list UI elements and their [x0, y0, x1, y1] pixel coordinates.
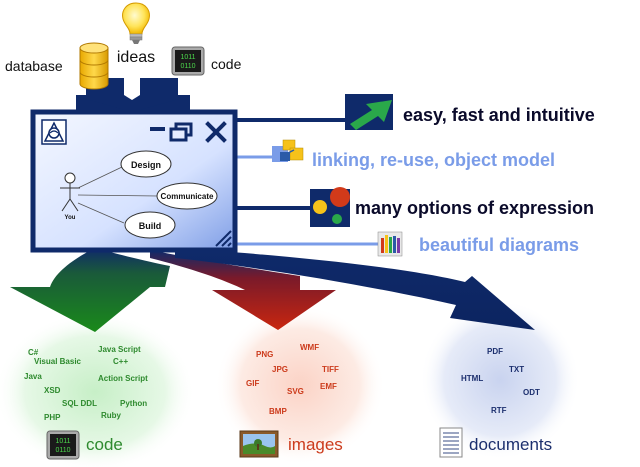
svg-text:0110: 0110	[55, 447, 70, 454]
database-label: database	[5, 58, 63, 74]
image-format: EMF	[320, 382, 337, 391]
linking-icon	[272, 139, 304, 162]
ideas-label: ideas	[117, 49, 155, 66]
actor-figure	[60, 172, 80, 212]
code-item: PHP	[44, 413, 61, 422]
actor-label: You	[65, 215, 76, 221]
svg-text:1011: 1011	[180, 54, 195, 61]
code-item: Action Script	[98, 374, 148, 383]
feature-3-label: many options of expression	[355, 198, 594, 218]
umbrello-logo-icon	[41, 119, 67, 145]
lightbulb-icon	[122, 2, 150, 44]
usecase-design	[120, 150, 172, 178]
uml-window: You Design Communicate Build	[30, 109, 238, 253]
arrow-speed-icon	[345, 94, 393, 130]
arrow-to-images	[150, 250, 336, 330]
usecase-design-label: Design	[131, 160, 161, 170]
image-format: SVG	[287, 387, 304, 396]
image-format: JPG	[272, 365, 288, 374]
code-item: C#	[28, 348, 39, 357]
code-glow	[0, 312, 195, 467]
code-item: Python	[120, 399, 147, 408]
document-format: ODT	[523, 388, 540, 397]
document-formats: PDF HTML TXT ODT RTF	[461, 347, 540, 415]
image-format: WMF	[300, 343, 319, 352]
image-format: BMP	[269, 407, 287, 416]
feature-4-label: beautiful diagrams	[419, 235, 579, 255]
arrow-to-code	[10, 248, 170, 332]
svg-text:0110: 0110	[180, 63, 195, 70]
code-item: XSD	[44, 386, 61, 395]
document-format: PDF	[487, 347, 503, 356]
code-item: C++	[113, 357, 128, 366]
image-format: GIF	[246, 379, 259, 388]
document-format: TXT	[509, 365, 524, 374]
feature-1-label: easy, fast and intuitive	[403, 105, 595, 125]
code-languages: C# Java Script Visual Basic C++ Java Act…	[24, 345, 148, 422]
code-input-label: code	[211, 56, 242, 72]
code-item: Java Script	[98, 345, 141, 354]
document-format: HTML	[461, 374, 483, 383]
close-icon[interactable]	[205, 121, 227, 143]
usecase-communicate	[156, 182, 218, 210]
code-chip-icon: 1011 0110	[171, 46, 205, 76]
pencils-icon	[377, 231, 403, 257]
code-item: Visual Basic	[34, 357, 82, 366]
images-glow	[215, 305, 385, 465]
code-output-label: code	[86, 435, 123, 454]
usecase-communicate-label: Communicate	[161, 192, 214, 201]
documents-glow	[420, 300, 580, 460]
code-item: SQL DDL	[62, 399, 97, 408]
picture-icon	[239, 430, 279, 458]
code-chip-icon: 1011 0110	[46, 430, 80, 460]
minimize-icon[interactable]	[150, 127, 165, 131]
image-formats: PNG WMF JPG TIFF GIF SVG EMF BMP	[246, 343, 339, 416]
expression-shapes-icon	[310, 187, 350, 227]
svg-text:1011: 1011	[55, 438, 70, 445]
usecase-build-label: Build	[139, 221, 162, 231]
database-icon	[79, 42, 109, 90]
resize-grip-icon	[215, 230, 232, 247]
arrow-to-documents	[175, 248, 535, 330]
image-format: PNG	[256, 350, 273, 359]
document-format: RTF	[491, 406, 507, 415]
code-item: Java	[24, 372, 42, 381]
maximize-icon[interactable]	[169, 122, 193, 142]
document-icon	[439, 427, 463, 458]
documents-output-label: documents	[469, 435, 552, 454]
image-format: TIFF	[322, 365, 339, 374]
usecase-build	[124, 211, 176, 239]
feature-2-label: linking, re-use, object model	[312, 150, 555, 170]
images-output-label: images	[288, 435, 343, 454]
code-item: Ruby	[101, 411, 122, 420]
